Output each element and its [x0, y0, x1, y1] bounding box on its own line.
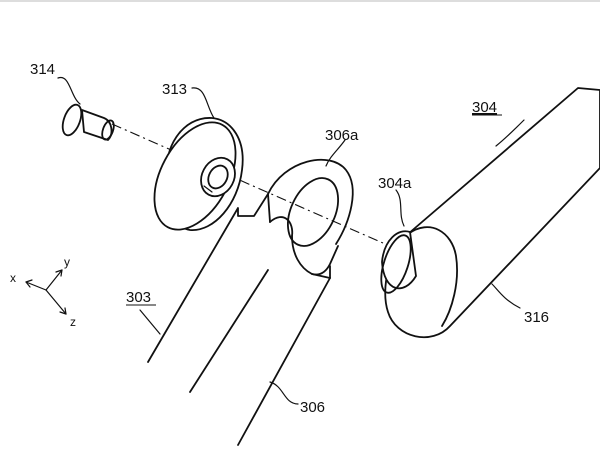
label-313: 313 [162, 81, 187, 98]
label-304: 304 [472, 99, 497, 116]
arm-306 [267, 158, 354, 279]
x-axis-label: x [10, 271, 16, 285]
frame-303 [147, 193, 331, 446]
pin-314 [61, 103, 115, 141]
y-axis-line [45, 269, 63, 291]
z-axis-label: z [70, 315, 76, 329]
leader-lines [57, 77, 525, 405]
link-304 [380, 87, 600, 339]
y-axis-label: y [64, 255, 70, 269]
label-304a: 304a [378, 175, 412, 192]
label-303: 303 [126, 289, 151, 306]
x-axis-line [25, 281, 47, 291]
coordinate-axes: x y z [10, 255, 76, 329]
z-axis-line [45, 289, 67, 315]
label-314: 314 [30, 61, 55, 78]
washer-313 [153, 117, 244, 231]
label-316: 316 [524, 309, 549, 326]
label-306: 306 [300, 399, 325, 416]
label-306a: 306a [325, 127, 359, 144]
